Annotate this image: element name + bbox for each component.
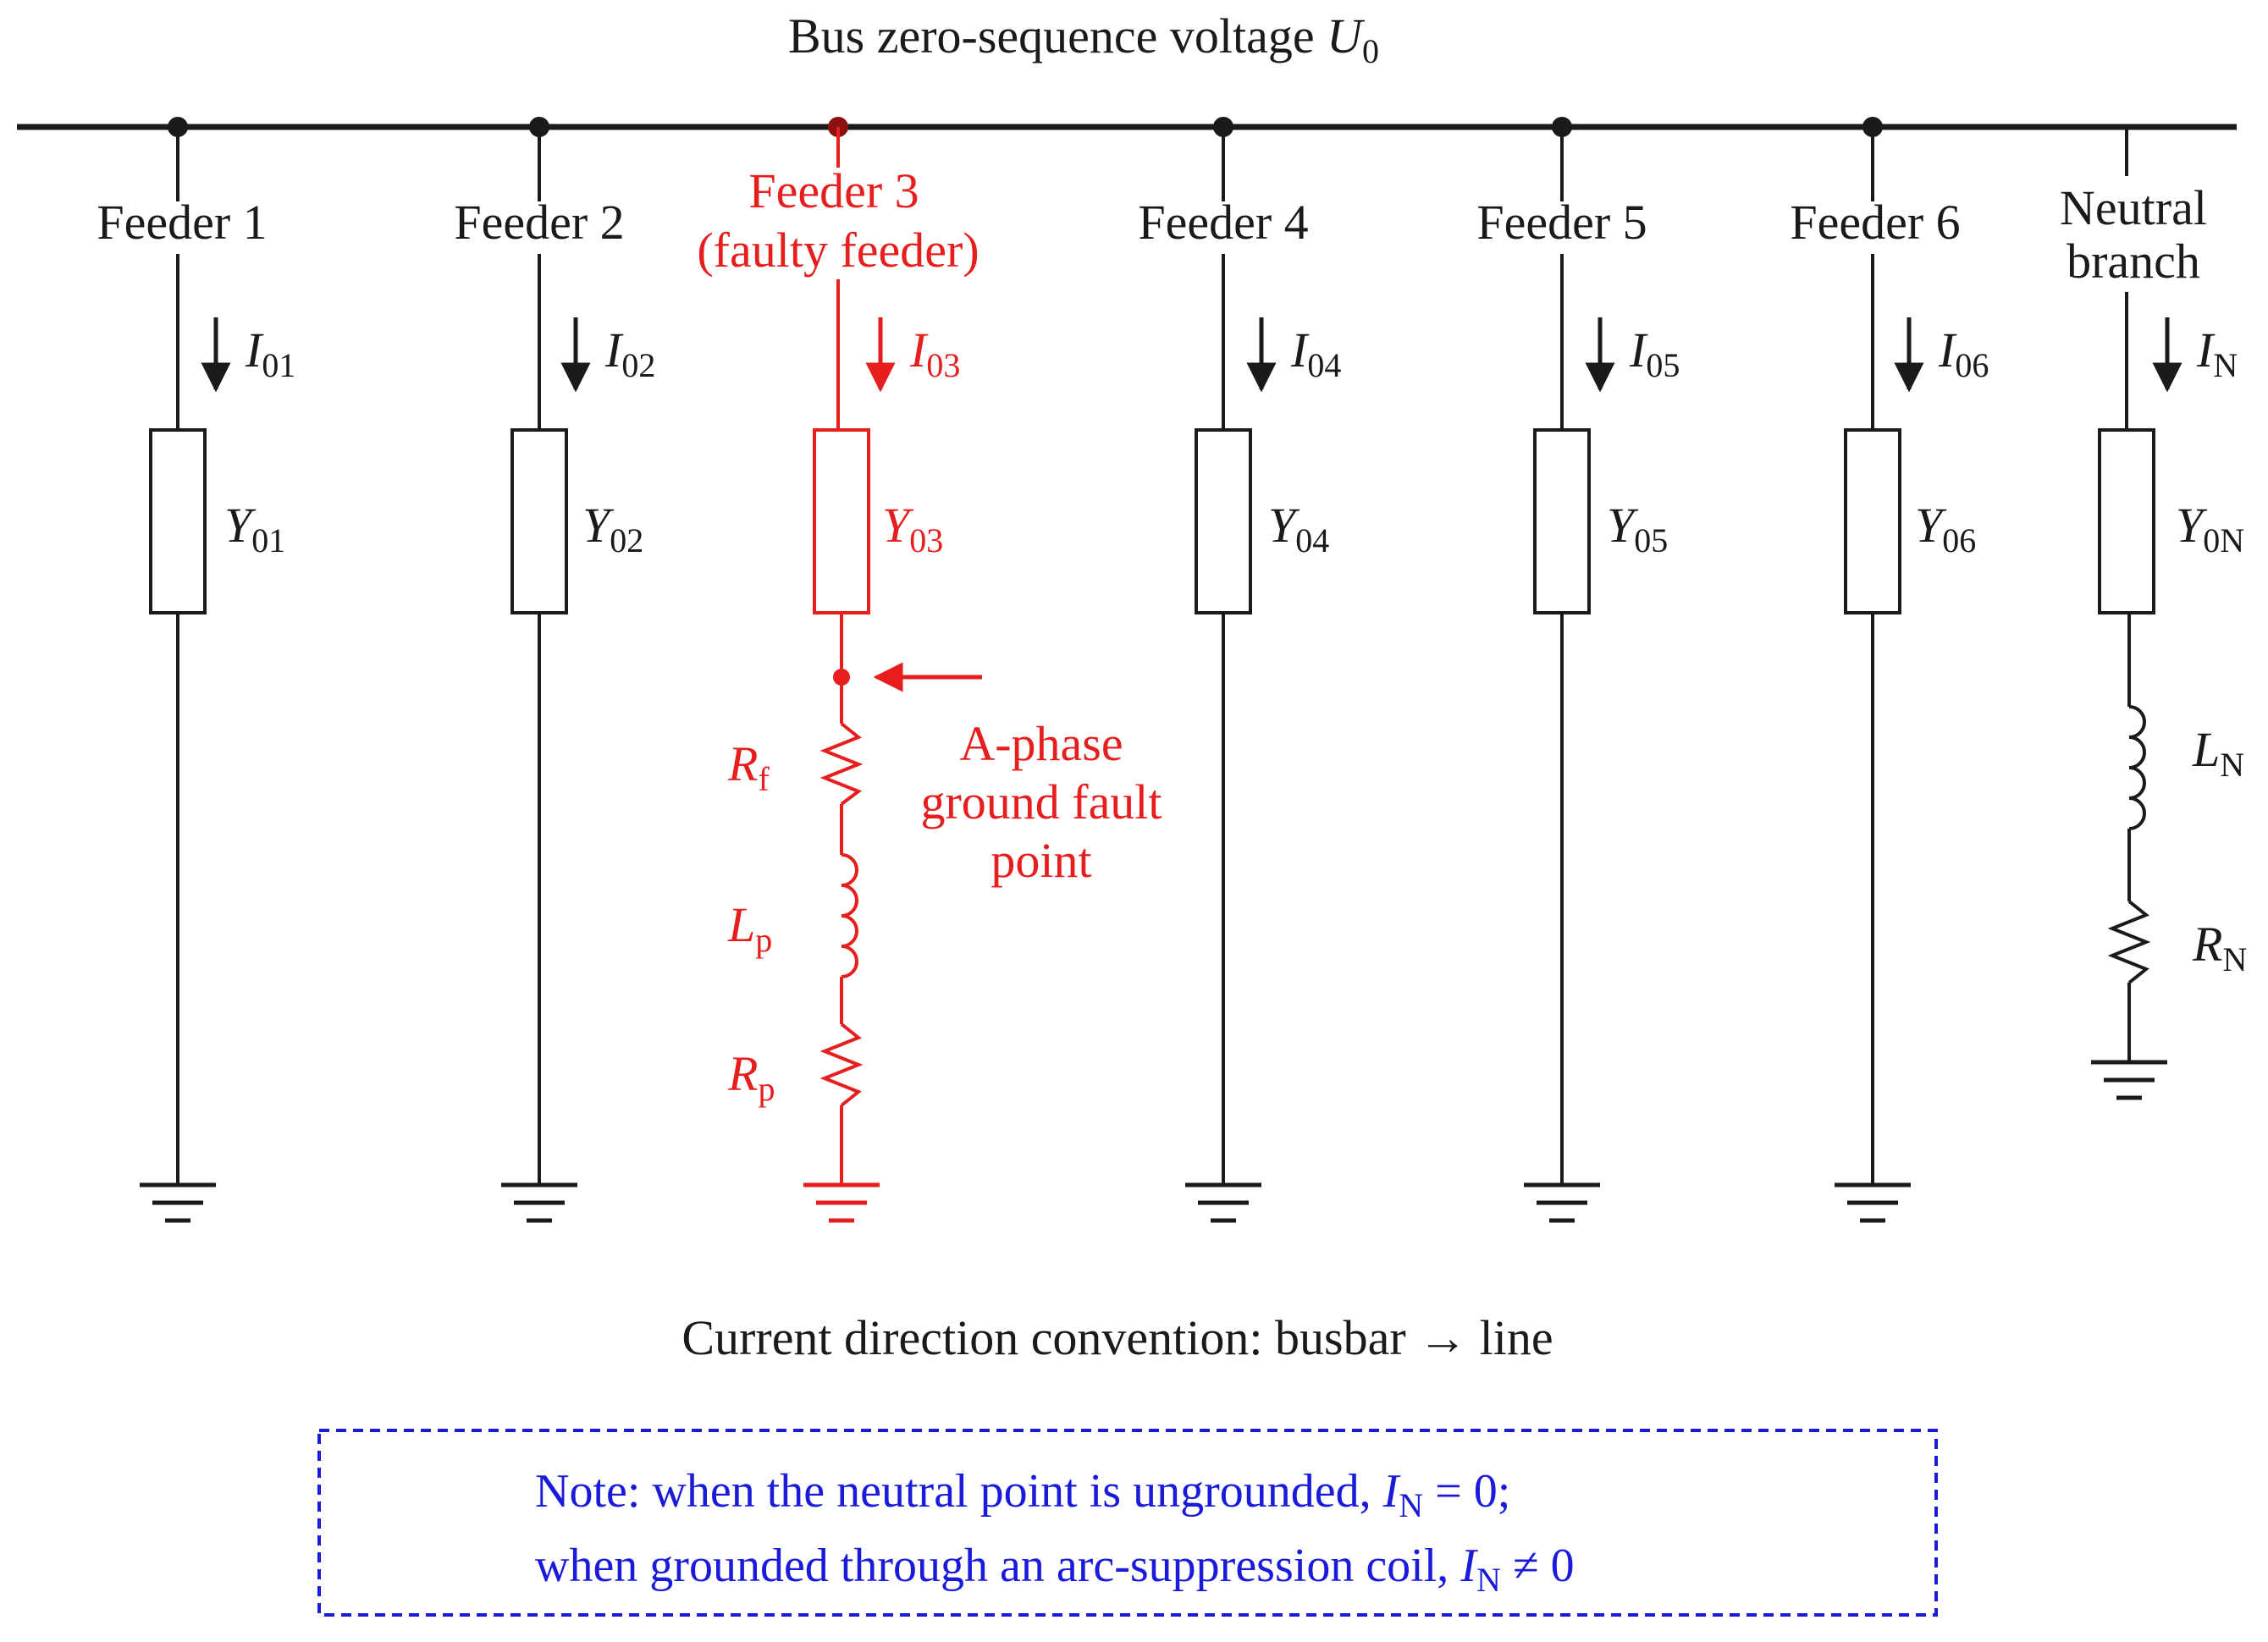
lp-label: Lp <box>727 897 772 959</box>
admittance-label: Y05 <box>1607 498 1668 559</box>
fault-point-label-line2: ground fault <box>920 774 1162 829</box>
admittance-label: Y04 <box>1268 498 1329 559</box>
feeder-5: Feeder 5 I05 Y05 <box>1476 117 1680 1223</box>
ground-icon <box>803 1182 880 1223</box>
admittance-box <box>1195 428 1252 614</box>
fault-point-node <box>833 669 850 686</box>
resistor-label: RN <box>2192 917 2247 978</box>
faulty-feeder-label: (faulty feeder) <box>697 223 979 278</box>
note-line-1: Note: when the neutral point is unground… <box>535 1465 1510 1524</box>
feeder-label: Feeder 3 <box>748 163 919 218</box>
ground-icon <box>1185 1182 1261 1223</box>
ground-icon <box>1524 1182 1600 1223</box>
neutral-label-line2: branch <box>2067 234 2200 289</box>
fault-point-label-line1: A-phase <box>959 716 1123 771</box>
neutral-resistor <box>2107 900 2151 984</box>
feeder-3-faulty: Feeder 3 (faulty feeder) I03 Y03 A-phase… <box>697 117 1162 1223</box>
note-line-2: when grounded through an arc-suppression… <box>535 1540 1575 1599</box>
admittance-box <box>149 428 207 614</box>
feeder-2: Feeder 2 I02 Y02 <box>454 117 655 1223</box>
feeder-label: Feeder 1 <box>97 195 267 250</box>
feeder-label: Feeder 5 <box>1476 195 1647 250</box>
ground-icon <box>501 1182 577 1223</box>
fault-inductor-lp <box>841 853 858 978</box>
admittance-box <box>1533 428 1591 614</box>
ground-icon <box>140 1182 216 1223</box>
inductor-label: LN <box>2192 722 2244 784</box>
feeder-label: Feeder 6 <box>1790 195 1960 250</box>
note-border <box>317 1429 1938 1617</box>
admittance-label: Y03 <box>882 498 943 559</box>
feeder-label: Feeder 2 <box>454 195 624 250</box>
feeder-4: Feeder 4 I04 Y04 <box>1138 117 1341 1223</box>
current-direction-convention: Current direction convention: busbar → l… <box>682 1310 1553 1365</box>
admittance-box <box>1844 428 1901 614</box>
admittance-label: Y02 <box>582 498 643 559</box>
ground-icon <box>1835 1182 1911 1223</box>
current-label: I02 <box>604 322 655 384</box>
rf-label: Rf <box>727 736 770 798</box>
admittance-label: Y0N <box>2176 498 2244 559</box>
feeder-label: Feeder 4 <box>1138 195 1308 250</box>
rp-label: Rp <box>727 1046 775 1108</box>
admittance-label: Y06 <box>1915 498 1976 559</box>
admittance-box <box>2098 428 2155 614</box>
current-label: I03 <box>909 322 960 384</box>
admittance-box <box>813 428 870 614</box>
feeder-6: Feeder 6 I06 Y06 <box>1790 117 1989 1223</box>
neutral-label-line1: Neutral <box>2060 180 2207 235</box>
fault-resistor-rf <box>819 722 864 806</box>
diagram-title: Bus zero-sequence voltage U0 <box>788 8 1379 70</box>
fault-point-label-line3: point <box>991 833 1091 888</box>
fault-resistor-rp <box>819 1022 864 1107</box>
current-label: IN <box>2196 322 2238 384</box>
neutral-branch: Neutral branch IN Y0N LN RN <box>2060 127 2247 1100</box>
admittance-box <box>510 428 568 614</box>
current-label: I05 <box>1629 322 1680 384</box>
current-label: I01 <box>245 322 295 384</box>
feeder-1: Feeder 1 I01 Y01 <box>97 117 295 1223</box>
ground-icon <box>2091 1060 2167 1100</box>
current-label: I06 <box>1938 322 1989 384</box>
current-label: I04 <box>1290 322 1341 384</box>
admittance-label: Y01 <box>224 498 285 559</box>
note-box: Note: when the neutral point is unground… <box>317 1429 1938 1617</box>
arc-suppression-coil-inductor <box>2128 705 2146 830</box>
